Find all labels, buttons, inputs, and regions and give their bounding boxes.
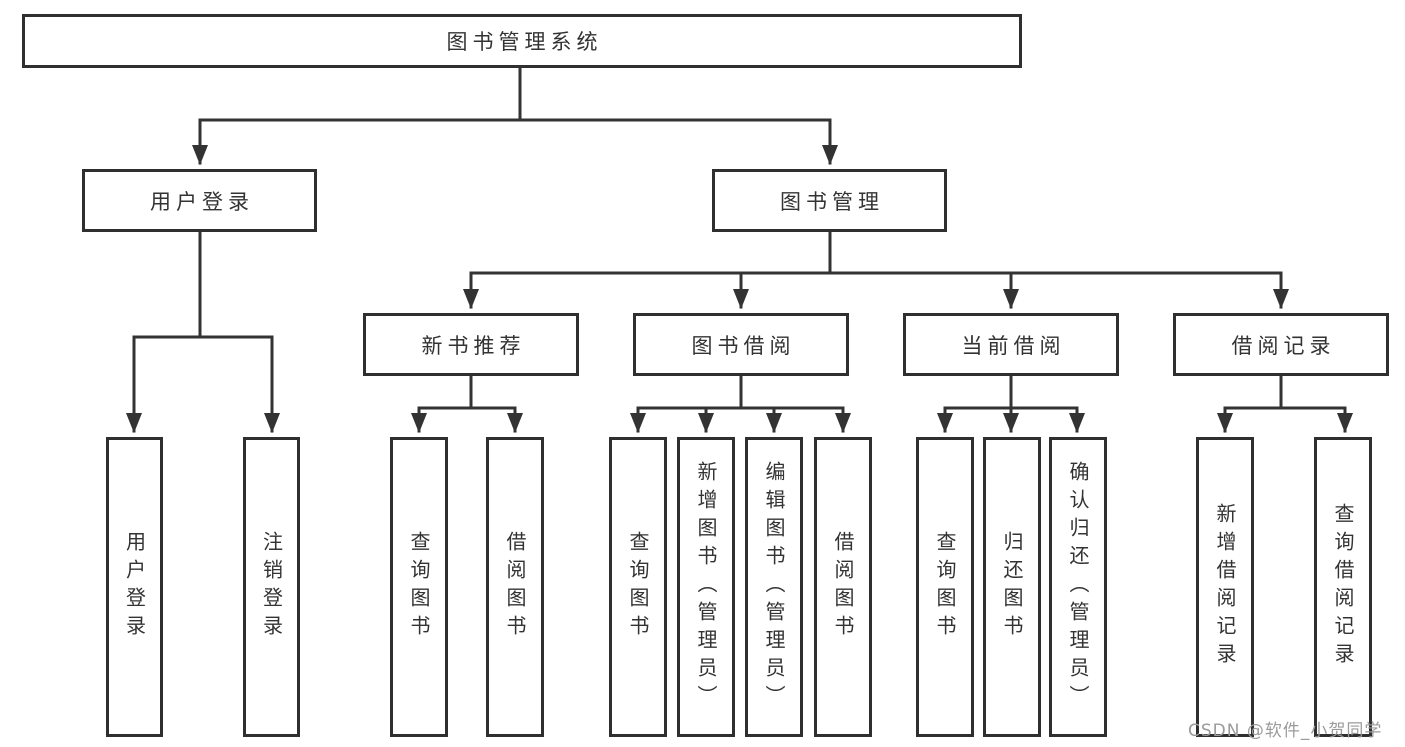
node-label: 图书管理 xyxy=(780,189,884,214)
leaf-recommend-query-books: 查询图书 xyxy=(390,437,448,737)
node-current-borrowing: 当前借阅 xyxy=(903,313,1119,376)
node-library-system: 图书管理系统 xyxy=(22,14,1022,68)
node-book-borrowing: 图书借阅 xyxy=(633,313,849,376)
node-label: 借阅图书 xyxy=(831,531,855,643)
node-new-book-recommend: 新书推荐 xyxy=(363,313,579,376)
node-label: 借阅图书 xyxy=(503,531,527,643)
node-label: 用户登录 xyxy=(122,531,147,643)
node-label: 当前借阅 xyxy=(961,333,1066,358)
node-label: 借阅记录 xyxy=(1231,333,1336,358)
node-label: 查询图书 xyxy=(626,531,650,643)
leaf-recommend-borrow-books: 借阅图书 xyxy=(486,437,544,737)
leaf-logout: 注销登录 xyxy=(243,437,300,737)
node-borrow-records: 借阅记录 xyxy=(1173,313,1389,376)
leaf-return-books: 归还图书 xyxy=(983,437,1041,737)
leaf-add-books-admin: 新增图书（管理员） xyxy=(677,437,735,737)
node-label: 归还图书 xyxy=(1000,531,1024,643)
leaf-current-query-books: 查询图书 xyxy=(916,437,974,737)
node-label: 编辑图书（管理员） xyxy=(762,461,786,713)
leaf-confirm-return-admin: 确认归还（管理员） xyxy=(1049,437,1107,737)
node-book-management: 图书管理 xyxy=(712,169,947,232)
leaf-user-login: 用户登录 xyxy=(106,437,163,737)
leaf-edit-books-admin: 编辑图书（管理员） xyxy=(745,437,803,737)
csdn-watermark: CSDN @软件_小贺同学 xyxy=(1188,721,1383,741)
leaf-query-borrow-record: 查询借阅记录 xyxy=(1314,437,1372,737)
node-label: 查询图书 xyxy=(933,531,957,643)
node-label: 新增借阅记录 xyxy=(1213,503,1237,671)
leaf-borrow-query-books: 查询图书 xyxy=(609,437,667,737)
node-label: 用户登录 xyxy=(150,189,254,214)
node-user-login: 用户登录 xyxy=(82,169,317,232)
node-label: 注销登录 xyxy=(259,531,284,643)
node-label: 图书借阅 xyxy=(691,333,796,358)
node-label: 查询借阅记录 xyxy=(1331,503,1355,671)
node-label: 查询图书 xyxy=(407,531,431,643)
leaf-add-borrow-record: 新增借阅记录 xyxy=(1196,437,1254,737)
node-label: 新增图书（管理员） xyxy=(694,461,718,713)
node-label: 确认归还（管理员） xyxy=(1066,461,1090,713)
node-label: 图书管理系统 xyxy=(446,30,603,54)
leaf-borrow-books: 借阅图书 xyxy=(814,437,872,737)
node-label: 新书推荐 xyxy=(421,333,526,358)
